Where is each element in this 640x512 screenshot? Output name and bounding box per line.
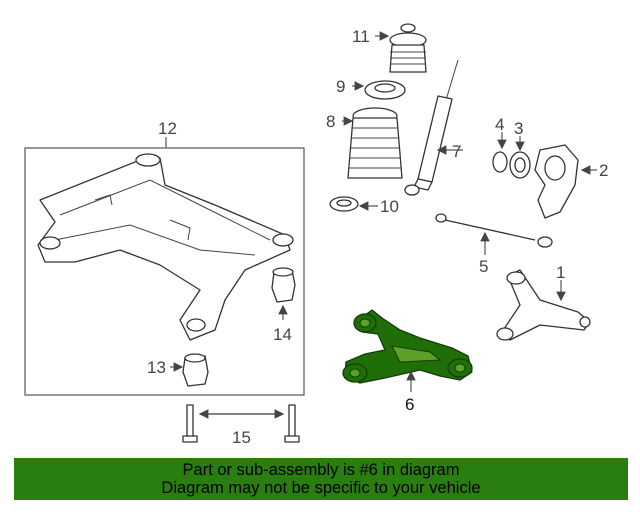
control-arm-1[interactable]: 1: [496, 263, 591, 341]
subframe-frame-box: [24, 147, 305, 396]
info-banner: Part or sub-assembly is #6 in diagram Di…: [14, 458, 628, 500]
spring-seat-9[interactable]: 9: [336, 77, 406, 100]
wheel-bearing-3[interactable]: 3: [509, 119, 531, 179]
callout-1[interactable]: 1: [556, 263, 565, 282]
shock-absorber-7[interactable]: 7: [404, 59, 463, 196]
callout-12[interactable]: 12: [158, 119, 177, 138]
callout-4[interactable]: 4: [495, 115, 504, 134]
strut-mount-11[interactable]: 11: [352, 23, 427, 73]
bolts-15[interactable]: 15: [182, 404, 300, 447]
callout-5[interactable]: 5: [479, 257, 488, 276]
callout-10[interactable]: 10: [380, 197, 399, 216]
callout-3[interactable]: 3: [514, 119, 523, 138]
knuckle-2[interactable]: 2: [534, 144, 608, 219]
isolator-10[interactable]: 10: [329, 196, 399, 216]
subframe-group: 12: [24, 119, 305, 396]
subframe-part[interactable]: [37, 153, 294, 341]
tie-rod-5[interactable]: 5: [435, 213, 553, 276]
bushing-13[interactable]: 13: [147, 353, 209, 387]
callout-11[interactable]: 11: [352, 27, 370, 46]
callout-14[interactable]: 14: [273, 325, 292, 344]
lower-control-arm-6-highlighted[interactable]: 6: [342, 309, 473, 414]
bushing-14[interactable]: 14: [271, 267, 296, 344]
callout-9[interactable]: 9: [336, 77, 345, 96]
banner-line-2: Diagram may not be specific to your vehi…: [161, 479, 481, 497]
dust-boot-8[interactable]: 8: [326, 107, 403, 179]
callout-6[interactable]: 6: [405, 395, 414, 414]
callout-7[interactable]: 7: [452, 142, 461, 161]
banner-line-1: Part or sub-assembly is #6 in diagram: [182, 461, 460, 479]
snap-ring-4[interactable]: 4: [492, 115, 508, 173]
callout-15[interactable]: 15: [232, 428, 251, 447]
callout-8[interactable]: 8: [326, 112, 335, 131]
callout-13[interactable]: 13: [147, 358, 166, 377]
parts-diagram: 12 14 13 15: [24, 23, 608, 447]
callout-2[interactable]: 2: [599, 161, 608, 180]
